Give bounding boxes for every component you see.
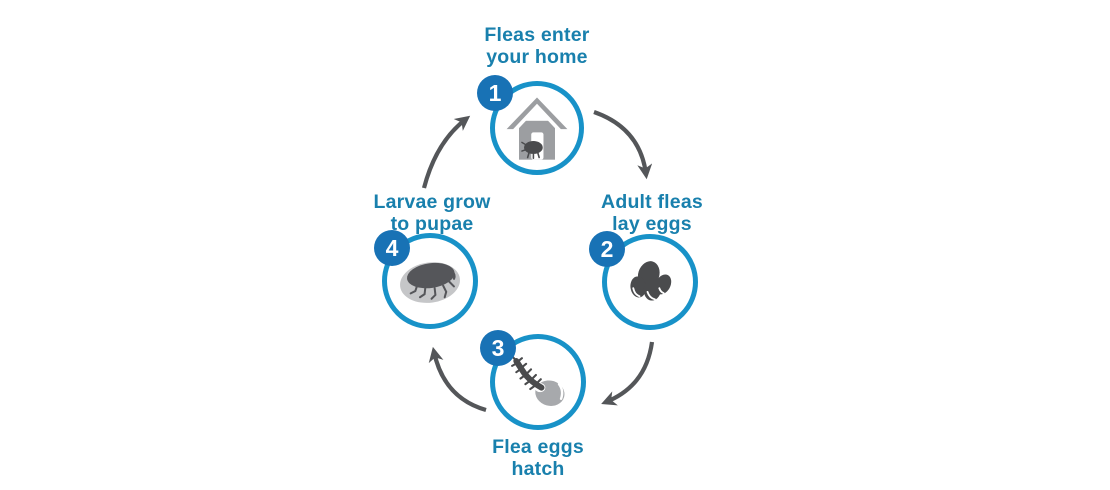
- step3-label-line2: hatch: [511, 458, 565, 481]
- step1-number-badge: 1: [477, 75, 513, 111]
- hatching-larva-icon: [511, 355, 565, 406]
- step3-label-line1: Flea eggs: [492, 436, 584, 458]
- arrow-step1-to-step2: [593, 110, 653, 180]
- step2-number: 2: [600, 235, 614, 262]
- step3-label: Flea eggs hatch: [448, 436, 628, 480]
- arrow-step4-to-step1: [421, 115, 471, 189]
- step2-label-line2: lay eggs: [612, 213, 692, 236]
- step4-label-line1: Larvae grow: [373, 191, 491, 213]
- step4-number-badge: 4: [374, 230, 410, 266]
- arrow-step2-to-step3: [601, 341, 655, 406]
- step2-label-line1: Adult fleas: [601, 191, 703, 213]
- step2-number-badge: 2: [589, 231, 625, 267]
- step4-label-line2: to pupae: [390, 213, 474, 236]
- step3-number: 3: [491, 334, 505, 361]
- step1-number: 1: [488, 79, 502, 106]
- step1-label-line1: Fleas enter: [484, 24, 590, 46]
- step1-label-line2: your home: [486, 46, 588, 69]
- house-with-flea-icon: [501, 92, 573, 160]
- step3-number-badge: 3: [480, 330, 516, 366]
- step2-label: Adult fleas lay eggs: [562, 191, 742, 235]
- step4-number: 4: [385, 234, 399, 261]
- flea-pupa-icon: [400, 262, 460, 303]
- flea-egg-cluster-icon: [630, 261, 672, 301]
- arrow-step3-to-step4: [428, 346, 487, 413]
- step4-label: Larvae grow to pupae: [342, 191, 522, 235]
- step4-node: [382, 233, 478, 329]
- step1-label: Fleas enter your home: [447, 24, 627, 68]
